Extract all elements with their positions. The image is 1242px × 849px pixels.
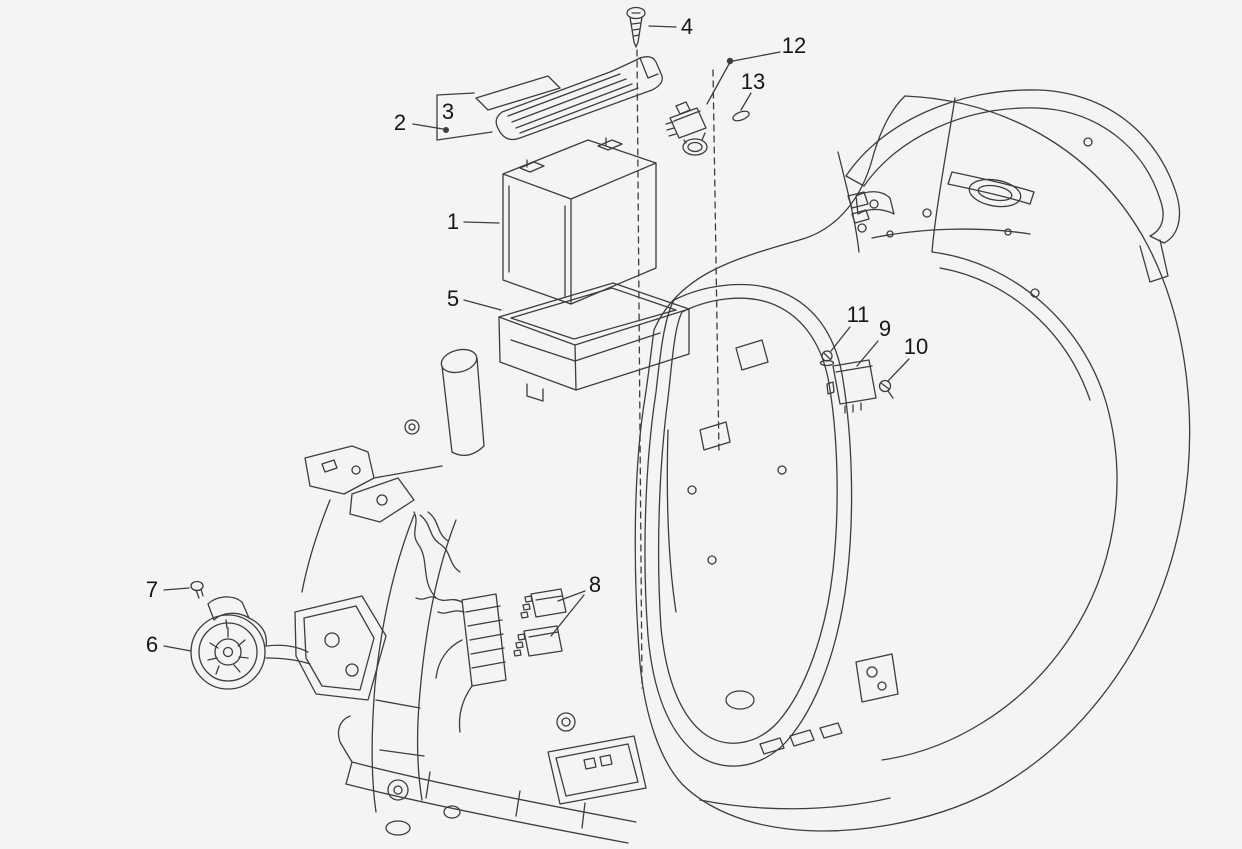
front-frame xyxy=(294,348,485,813)
callout-1: 1 xyxy=(446,209,460,234)
assembly-axis-lines xyxy=(636,49,720,689)
luggage-rack xyxy=(845,89,1181,283)
callout-3: 3 xyxy=(441,99,455,124)
leader-4 xyxy=(648,25,677,28)
callout-2: 2 xyxy=(393,110,407,135)
callout-12: 12 xyxy=(781,33,807,58)
relays-8-group xyxy=(413,511,586,733)
callout-5: 5 xyxy=(446,286,460,311)
line-art xyxy=(163,6,1191,844)
callout-11: 11 xyxy=(846,302,870,327)
bracket-2-3 xyxy=(412,92,493,141)
underseat-bucket xyxy=(644,283,853,767)
callout-8: 8 xyxy=(588,572,602,597)
horn-group xyxy=(163,580,311,690)
callout-10: 10 xyxy=(903,334,929,359)
callout-4: 4 xyxy=(680,14,694,39)
callout-7: 7 xyxy=(145,577,159,602)
floor-frame xyxy=(337,712,647,844)
callout-9: 9 xyxy=(878,316,892,341)
callout-13: 13 xyxy=(740,69,766,94)
battery-cover-group xyxy=(475,56,663,141)
screw-4 xyxy=(626,6,646,48)
callout-6: 6 xyxy=(145,632,159,657)
remote-switch-group xyxy=(665,51,781,156)
